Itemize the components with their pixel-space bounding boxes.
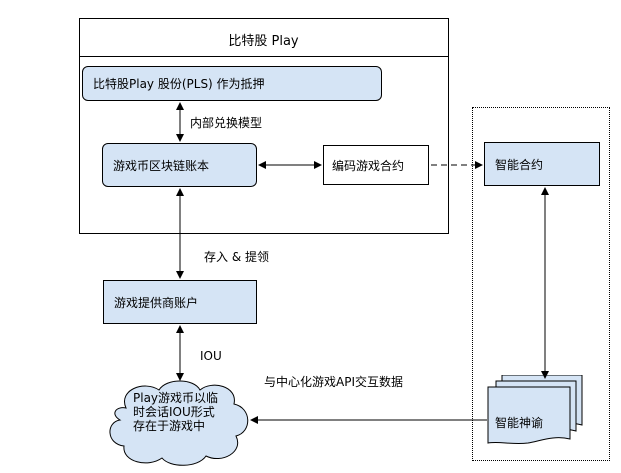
oracle-document-stack	[487, 375, 583, 445]
frame-title: 比特股 Play	[228, 34, 299, 49]
external-dotted-frame	[472, 107, 610, 461]
exchange-model-label: 内部兑换模型	[190, 116, 263, 130]
oracle-label: 智能神谕	[495, 416, 544, 430]
encoded-contract-node: 编码游戏合约	[323, 145, 429, 185]
smart-contract-node: 智能合约	[484, 142, 600, 186]
blockchain-account-node: 游戏币区块链账本	[102, 143, 257, 187]
collateral-node: 比特股Play 股份(PLS) 作为抵押	[82, 66, 382, 101]
game-session-cloud	[109, 380, 249, 466]
api-exchange-label: 与中心化游戏API交互数据	[264, 375, 403, 389]
bitshares-play-frame	[79, 18, 449, 234]
deposit-withdraw-label: 存入 & 提领	[204, 250, 269, 264]
iou-label: IOU	[200, 349, 222, 363]
cloud-text: Play游戏币以临时会话IOU形式存在于游戏中	[133, 391, 219, 433]
frame-title-divider	[79, 56, 448, 57]
provider-account-node: 游戏提供商账户	[103, 280, 257, 324]
